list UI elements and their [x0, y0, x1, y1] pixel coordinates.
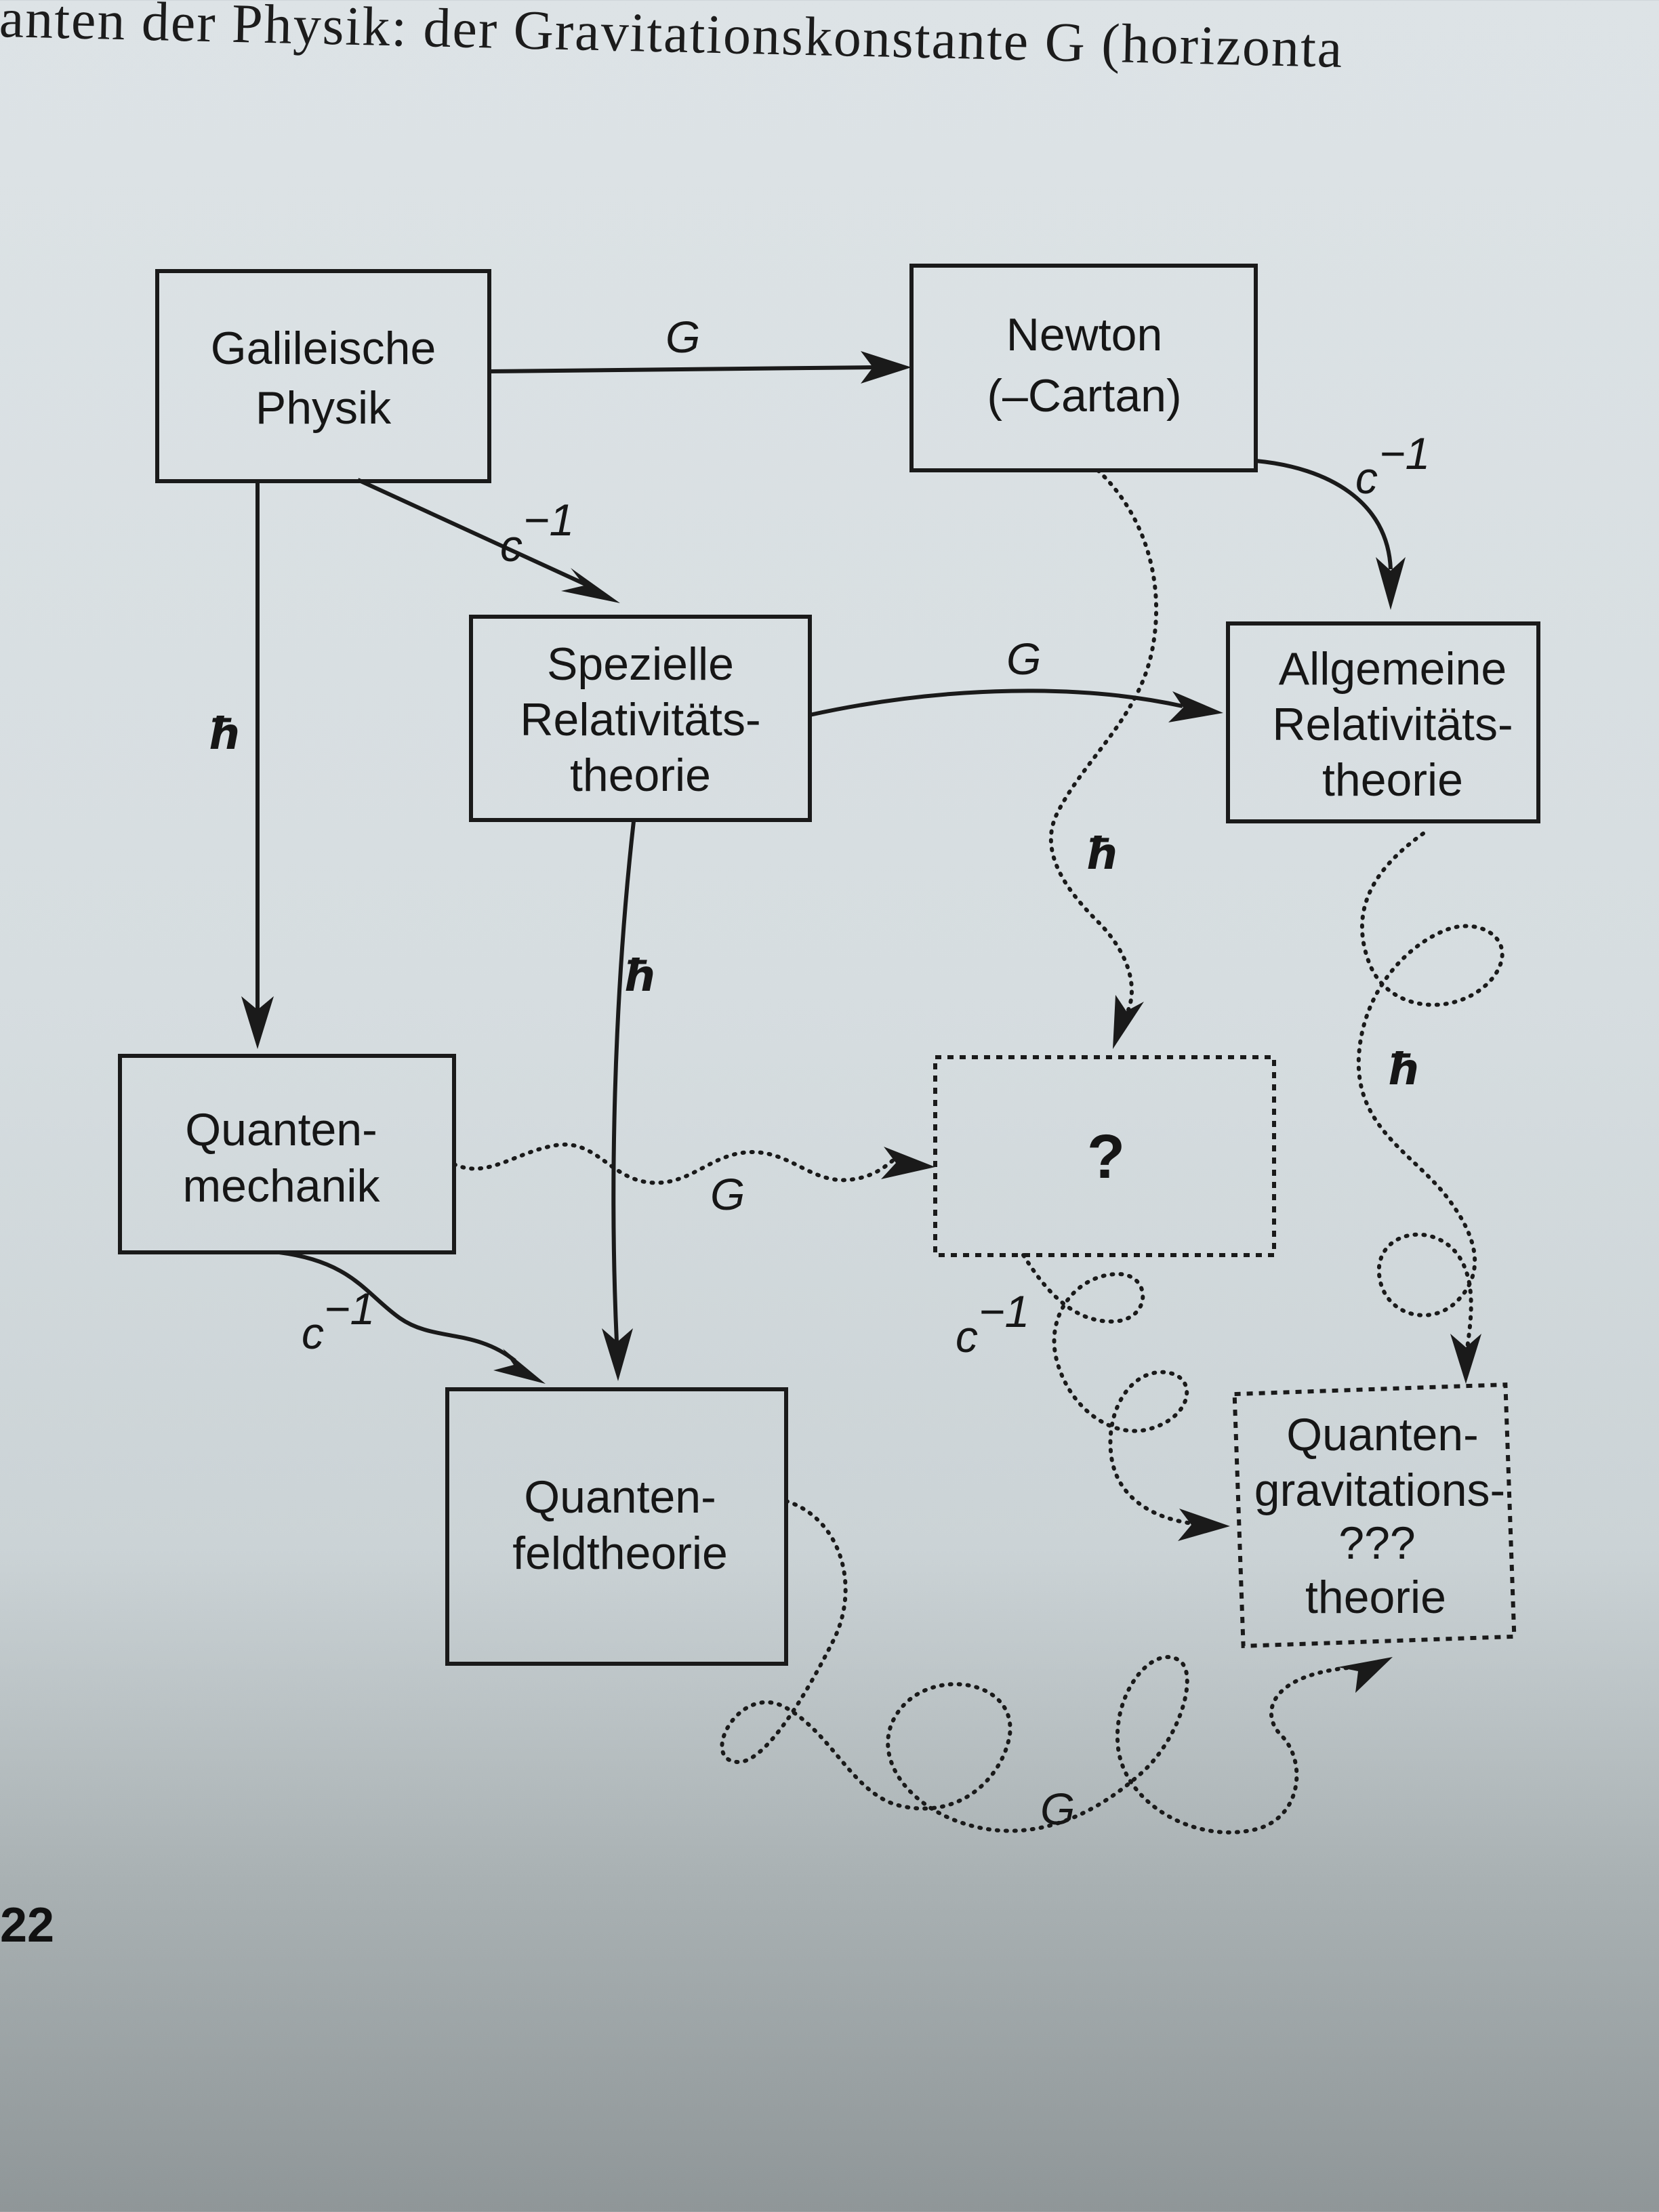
edge-label-g: G [665, 312, 700, 362]
edge-newton-to-art: c −1 [1255, 428, 1430, 610]
edge-galilei-to-qm: ħ [207, 481, 274, 1049]
node-label-line: theorie [570, 750, 711, 801]
edge-label-c-inverse-exponent: −1 [523, 495, 574, 545]
edge-label-c-inverse: c [956, 1311, 978, 1361]
node-label-line: Relativitäts- [1272, 699, 1513, 750]
edge-label-g: G [710, 1169, 745, 1219]
arrow-head [602, 1328, 633, 1381]
arrow-head [861, 351, 912, 384]
node-label-line: Allgemeine [1279, 643, 1507, 695]
arrow-head [1113, 995, 1144, 1049]
edge-line [356, 478, 591, 588]
edge-srt-to-art: G [809, 634, 1223, 722]
node-newton-cartan: Newton (–Cartan) [909, 264, 1258, 472]
edge-galilei-to-srt: c −1 [356, 478, 620, 603]
node-label-line: Physik [255, 382, 392, 434]
arrow-head [881, 1147, 935, 1179]
node-label-line: Quanten- [1286, 1409, 1479, 1460]
edge-label-g: G [1006, 634, 1041, 684]
edge-galilei-to-newton: G [489, 312, 912, 384]
edge-line [611, 821, 636, 1343]
node-label-line: gravitations- [1254, 1465, 1505, 1516]
edge-unknown-to-quantum-gravity: c −1 [956, 1253, 1230, 1541]
edge-line [1021, 1253, 1215, 1527]
node-label-line: Newton [1006, 309, 1163, 361]
node-label-line: Spezielle [547, 638, 734, 690]
arrow-head [1178, 1509, 1230, 1541]
node-label-line: Quanten- [185, 1104, 377, 1155]
node-quantenfeldtheorie: Quanten- feldtheorie [445, 1387, 788, 1666]
node-allgemeine-relativitaetstheorie: Allgemeine Relativitäts- theorie [1226, 621, 1540, 823]
edge-newton-to-unknown: ħ [1048, 468, 1159, 1049]
edge-line [452, 1142, 903, 1185]
arrow-head [1168, 691, 1223, 722]
node-label-line: ? [1087, 1122, 1125, 1191]
page-number: 22 [0, 1898, 55, 1952]
edge-line [489, 365, 875, 373]
edge-label-hbar: ħ [207, 710, 241, 760]
edge-art-to-quantum-gravity: ħ [1356, 832, 1504, 1384]
edge-label-c-inverse: c [500, 520, 523, 571]
arrow-head [1338, 1657, 1393, 1693]
edge-label-g: G [1040, 1784, 1075, 1834]
node-label-line: (–Cartan) [987, 370, 1181, 422]
arrow-head [1376, 557, 1406, 610]
edge-label-c-inverse: c [302, 1308, 324, 1358]
edge-line [809, 689, 1183, 717]
node-box [445, 1387, 788, 1666]
edge-qft-to-quantum-gravity: G [720, 1499, 1393, 1835]
edge-label-c-inverse-exponent: −1 [324, 1284, 375, 1334]
edge-line [1048, 468, 1159, 1012]
edge-label-hbar: ħ [1084, 830, 1119, 880]
edge-qm-to-qft: c −1 [279, 1250, 546, 1384]
node-label-line: Galileische [211, 323, 436, 374]
arrow-head [493, 1349, 546, 1384]
edge-label-c-inverse-exponent: −1 [1379, 428, 1430, 478]
node-label-line: ??? [1338, 1517, 1415, 1569]
arrow-head [241, 996, 274, 1049]
node-label-line: mechanik [182, 1160, 380, 1212]
node-spezielle-relativitaetstheorie: Spezielle Relativitäts- theorie [469, 615, 812, 822]
node-box-dashed [1232, 1382, 1517, 1648]
node-galileische-physik: Galileische Physik [155, 269, 491, 483]
node-box [1226, 621, 1540, 823]
edge-srt-to-qft: ħ [602, 821, 657, 1381]
edge-line [1255, 459, 1393, 570]
node-label-line: theorie [1322, 754, 1463, 806]
edge-label-hbar: ħ [1386, 1045, 1420, 1095]
node-quantenmechanik: Quanten- mechanik [118, 1054, 456, 1254]
node-label-line: feldtheorie [512, 1528, 728, 1579]
edge-line [279, 1250, 516, 1363]
edge-qm-to-unknown: G [452, 1142, 935, 1219]
edge-line [720, 1499, 1357, 1835]
node-label-line: Relativitäts- [520, 694, 760, 745]
arrow-head [561, 568, 620, 603]
node-label-line: theorie [1305, 1572, 1446, 1623]
node-quantengravitationstheorie: Quanten- gravitations- ??? theorie [1232, 1382, 1517, 1648]
edge-label-c-inverse-exponent: −1 [979, 1286, 1029, 1336]
node-box [909, 264, 1258, 472]
arrow-head [1450, 1334, 1481, 1384]
node-unknown-theory: ? [933, 1055, 1276, 1257]
node-label-line: Quanten- [524, 1471, 716, 1523]
edge-line [1356, 832, 1504, 1351]
edge-label-c-inverse: c [1355, 453, 1378, 503]
edge-label-hbar: ħ [622, 951, 657, 1002]
node-box [469, 615, 812, 822]
node-box [155, 269, 491, 483]
